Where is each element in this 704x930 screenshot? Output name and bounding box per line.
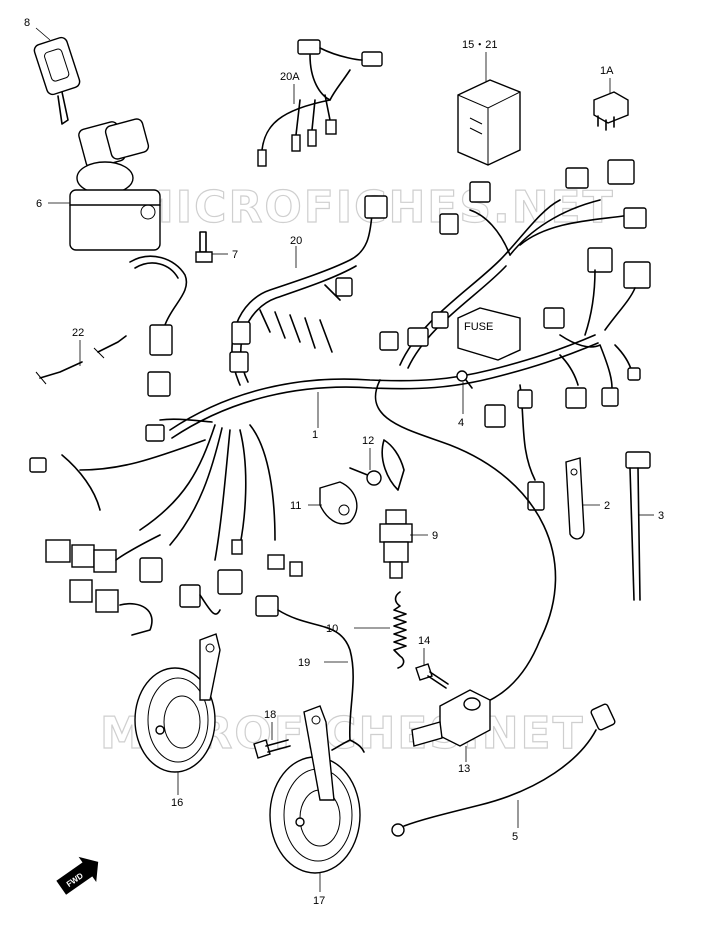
- part-22-clamps: [35, 335, 127, 385]
- part-16-horn: [134, 633, 221, 773]
- fwd-direction-arrow: FWD: [56, 856, 99, 895]
- callout-22: 22: [72, 327, 84, 339]
- callout-12: 12: [362, 435, 374, 447]
- callout-8: 8: [24, 17, 30, 29]
- callout-7: 7: [232, 249, 238, 261]
- part-14-bolt: [415, 663, 449, 689]
- part-9-switch: [379, 509, 413, 579]
- fuse-box-label: FUSE: [464, 321, 493, 333]
- callout-14: 14: [418, 635, 430, 647]
- callout-11: 11: [290, 500, 301, 512]
- callout-4: 4: [458, 417, 464, 429]
- callout-20: 20: [290, 235, 302, 247]
- part-2-clamp: [565, 457, 585, 540]
- part-13-side-stand-switch: [411, 689, 491, 747]
- callout-9: 9: [432, 530, 438, 542]
- part-11-bracket: [319, 481, 358, 525]
- callout-18: 18: [264, 709, 276, 721]
- part-8-key: [33, 36, 81, 125]
- part-3-cable-tie: [625, 451, 651, 601]
- part-20a-sub-harness: [257, 39, 383, 167]
- callout-15-21: 15・21: [462, 39, 497, 51]
- part-6-ignition-switch: [69, 118, 188, 356]
- part-1a-main-fuse: [593, 91, 629, 131]
- part-17-horn: [269, 705, 361, 874]
- part-12-bolt: [349, 439, 405, 491]
- callout-5: 5: [512, 831, 518, 843]
- part-5-ground-lead: [391, 703, 616, 837]
- callout-1: 1: [312, 429, 318, 441]
- callout-17: 17: [313, 895, 325, 907]
- part-18-bolt: [253, 739, 291, 759]
- callout-1a: 1A: [600, 65, 614, 77]
- part-1-main-harness: FUSE: [29, 159, 651, 706]
- callout-2: 2: [604, 500, 610, 512]
- part-7-bolt: [195, 231, 213, 263]
- part-4-screw: [456, 370, 473, 389]
- callout-3: 3: [658, 510, 664, 522]
- callout-13: 13: [458, 763, 470, 775]
- part-10-spring: [393, 591, 407, 669]
- callout-6: 6: [36, 198, 42, 210]
- callout-20a: 20A: [280, 71, 300, 83]
- callout-16: 16: [171, 797, 183, 809]
- part-19-lead-wire: [255, 595, 365, 753]
- part-15-21-relay: [457, 79, 521, 166]
- callout-19: 19: [298, 657, 310, 669]
